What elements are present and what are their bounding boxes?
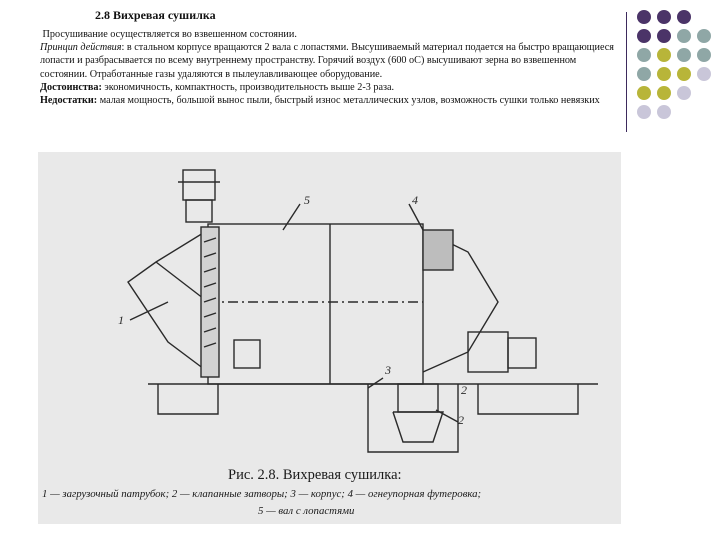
callout-4: 4 [412,193,418,207]
principle-label: Принцип действия [40,42,122,54]
advantages-text: экономичность, компактность, производите… [101,81,395,93]
dot [677,67,691,81]
figure-caption-title: Рис. 2.8. Вихревая сушилка: [228,467,402,483]
disadvantages-label: Недостатки: [40,95,98,107]
dot [657,48,671,62]
dot [637,48,651,62]
principle-text: : в стальном корпусе вращаются 2 вала с … [40,42,614,80]
figure-caption-legend: 1 — загрузочный патрубок; 2 — клапанные … [42,488,481,500]
description-text: Просушивание осуществляется во взвешенно… [40,28,615,107]
dot [677,48,691,62]
section-title: 2.8 Вихревая сушилка [95,8,216,22]
dot [697,29,711,43]
dot [657,105,671,119]
intro-text: Просушивание осуществляется во взвешенно… [42,29,297,40]
paragraph-intro: Просушивание осуществляется во взвешенно… [40,28,615,41]
dot [637,29,651,43]
callout-1: 1 [118,313,124,327]
paragraph-advantages: Достоинства: экономичность, компактность… [40,81,615,94]
paragraph-disadvantages: Недостатки: малая мощность, большой выно… [40,94,615,107]
callout-5: 5 [304,193,310,207]
dot [657,10,671,24]
vortex-dryer-figure: 5 4 1 3 2 2 Рис. 2.8. Вихревая сушилка: … [38,152,621,524]
dot [697,48,711,62]
technical-drawing: 5 4 1 3 2 2 Рис. 2.8. Вихревая сушилка: … [38,152,621,524]
dot [657,29,671,43]
dot [677,10,691,24]
dot [637,86,651,100]
dot [637,105,651,119]
dot [657,86,671,100]
dot [657,67,671,81]
figure-caption-legend-2: 5 — вал с лопастями [258,505,355,517]
advantages-label: Достоинства: [40,81,102,93]
dot [677,29,691,43]
dot [637,10,651,24]
dot [637,67,651,81]
dot [677,86,691,100]
disadvantages-text: малая мощность, большой вынос пыли, быст… [97,95,600,107]
callout-2a: 2 [458,413,464,427]
callout-2b: 2 [461,383,467,397]
decorative-divider [626,12,627,132]
dot [697,67,711,81]
paragraph-principle: Принцип действия: в стальном корпусе вра… [40,41,615,81]
callout-3: 3 [384,363,391,377]
